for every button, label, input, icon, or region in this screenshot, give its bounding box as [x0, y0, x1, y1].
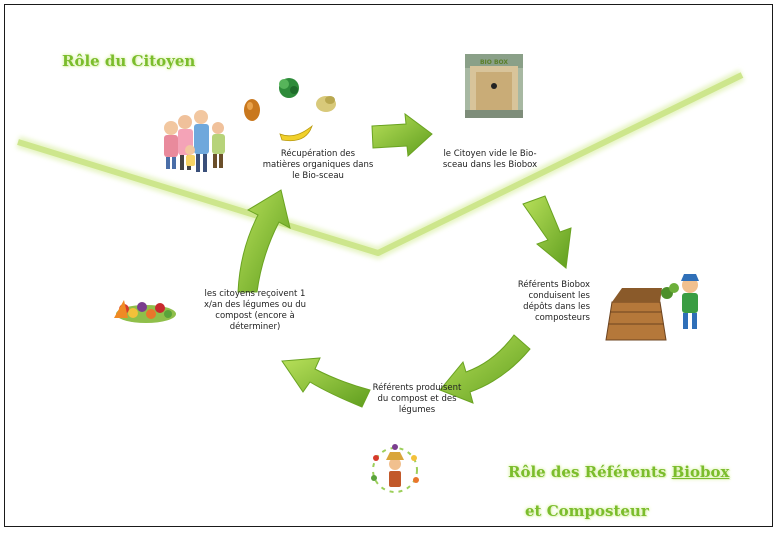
step-recoivent: les citoyens reçoivent 1 x/an des légume…	[203, 289, 307, 332]
arrow-down-left	[439, 334, 531, 404]
family-illustration	[164, 110, 225, 172]
diagram-frame	[4, 4, 773, 527]
heading-citoyen: Rôle du Citoyen	[62, 52, 196, 70]
step-vide: le Citoyen vide le Bio-sceau dans les Bi…	[442, 149, 538, 170]
vegetables-illustration	[114, 300, 176, 323]
heading-referents-prefix: Rôle des Référents	[508, 463, 672, 481]
biobox-photo: BIO BOX	[465, 54, 523, 118]
arrow-left	[281, 357, 371, 408]
heading-referents-line2: et Composteur	[525, 502, 649, 520]
arrow-right	[371, 112, 433, 158]
arrow-up	[237, 189, 291, 293]
step-recuperation: Récupération des matières organiques dan…	[262, 149, 374, 181]
harvest-illustration	[371, 444, 419, 493]
organic-waste-illustration	[244, 78, 336, 142]
composter-illustration	[605, 274, 699, 341]
biobox-sign-text: BIO BOX	[480, 59, 508, 66]
arrow-down	[522, 195, 572, 269]
divider-line	[16, 69, 745, 260]
step-conduisent: Référents Biobox conduisent les dépôts d…	[517, 280, 590, 323]
heading-referents-biobox: Biobox	[671, 463, 730, 481]
heading-referents-line1: Rôle des Référents Biobox	[508, 463, 729, 481]
step-produisent: Référents produisent du compost et des l…	[372, 383, 462, 415]
